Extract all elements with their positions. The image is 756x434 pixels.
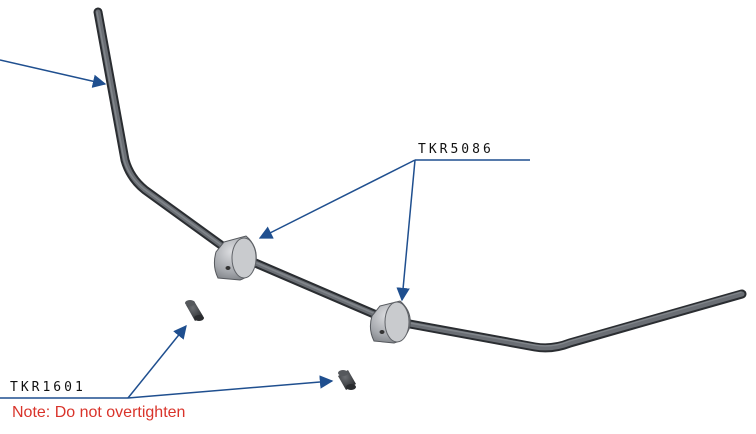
anti-roll-bar — [93, 7, 747, 353]
collar-lower — [369, 300, 411, 344]
leader-a-to-collar-lower — [396, 159, 416, 302]
leader-b-to-screw-1 — [127, 324, 187, 399]
collar-upper — [213, 235, 257, 281]
leader-rod — [0, 59, 107, 88]
grub-screw-2 — [338, 370, 356, 390]
grub-screw-1 — [185, 300, 204, 321]
leader-b-to-screw-2 — [127, 375, 334, 399]
part-label-tkr1601: TKR1601 — [10, 380, 86, 395]
part-label-tkr5086: TKR5086 — [418, 142, 494, 157]
warning-note: Note: Do not overtighten — [12, 404, 186, 421]
leader-a-to-collar-upper — [258, 159, 416, 239]
